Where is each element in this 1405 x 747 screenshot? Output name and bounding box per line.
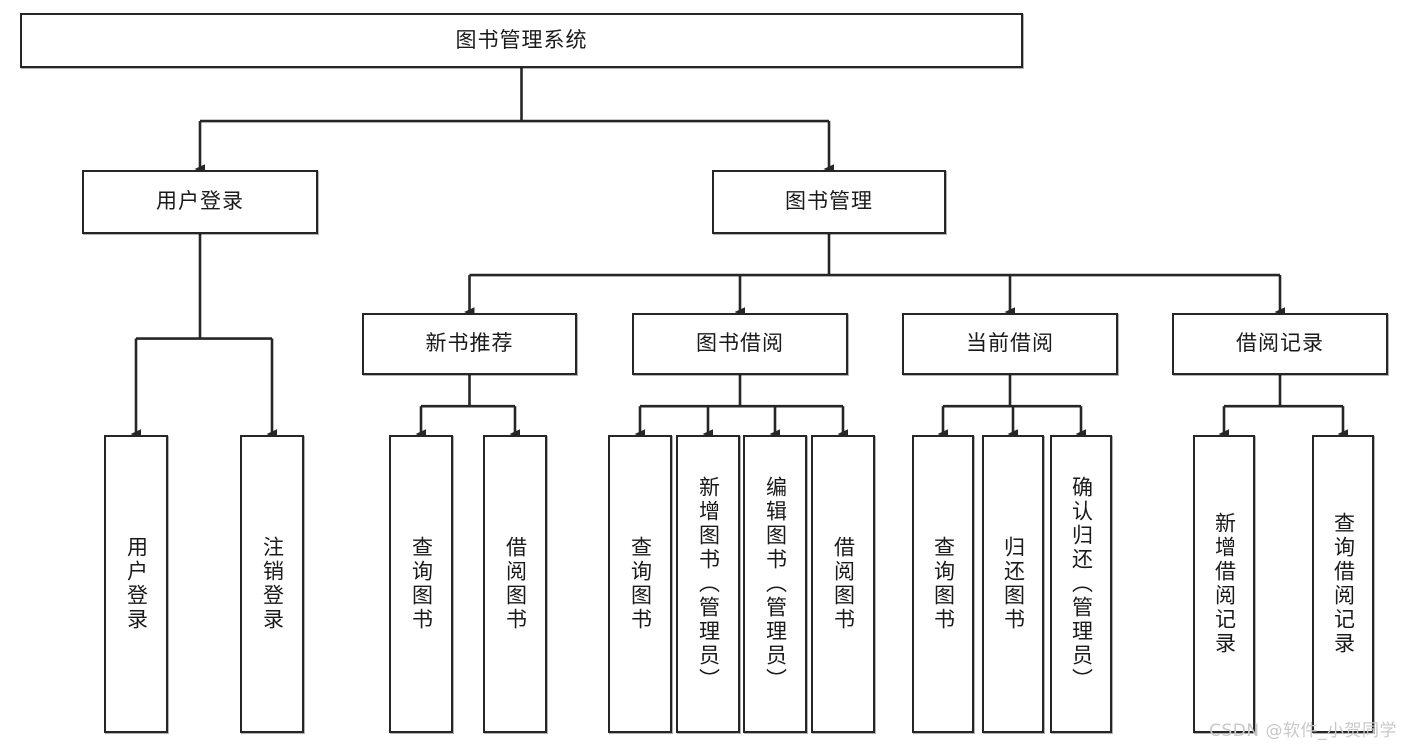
node-l2-borrow[interactable]: 图书借阅 (632, 313, 848, 375)
node-label: 查询图书 (628, 536, 653, 632)
node-label: 借阅图书 (503, 536, 528, 632)
node-l3-c3[interactable]: 编辑图书（管理员） (743, 435, 807, 733)
node-label: 查询图书 (931, 536, 956, 632)
node-l1-book[interactable]: 图书管理 (712, 170, 946, 234)
node-label: 借阅图书 (831, 536, 856, 632)
node-l3-d2[interactable]: 归还图书 (982, 435, 1044, 733)
node-label: 查询借阅记录 (1331, 512, 1356, 656)
node-root[interactable]: 图书管理系统 (20, 13, 1023, 68)
node-l3-c4[interactable]: 借阅图书 (811, 435, 875, 733)
node-l3-a2[interactable]: 注销登录 (240, 435, 304, 733)
node-l3-e1[interactable]: 新增借阅记录 (1193, 435, 1255, 733)
node-l2-current[interactable]: 当前借阅 (902, 313, 1118, 375)
node-label: 用户登录 (156, 189, 244, 214)
node-l3-b1[interactable]: 查询图书 (389, 435, 453, 733)
node-l1-login[interactable]: 用户登录 (82, 170, 318, 234)
node-label: 新增借阅记录 (1212, 512, 1237, 656)
node-l3-c2[interactable]: 新增图书（管理员） (676, 435, 740, 733)
node-label: 图书管理系统 (455, 27, 588, 52)
node-l3-b2[interactable]: 借阅图书 (483, 435, 547, 733)
node-l2-new[interactable]: 新书推荐 (362, 313, 577, 375)
node-l3-d1[interactable]: 查询图书 (912, 435, 974, 733)
node-label: 新增图书（管理员） (696, 476, 721, 692)
node-l2-record[interactable]: 借阅记录 (1172, 313, 1388, 375)
node-label: 图书管理 (785, 189, 873, 214)
node-l3-e2[interactable]: 查询借阅记录 (1312, 435, 1374, 733)
node-label: 图书借阅 (696, 331, 784, 356)
node-label: 归还图书 (1001, 536, 1026, 632)
node-label: 新书推荐 (425, 331, 514, 356)
node-label: 查询图书 (409, 536, 434, 632)
node-label: 用户登录 (124, 536, 149, 632)
node-l3-a1[interactable]: 用户登录 (104, 435, 168, 733)
node-label: 当前借阅 (966, 331, 1054, 356)
node-label: 编辑图书（管理员） (763, 476, 788, 692)
node-label: 注销登录 (260, 536, 285, 632)
node-label: 确认归还（管理员） (1069, 476, 1094, 692)
node-l3-c1[interactable]: 查询图书 (608, 435, 672, 733)
node-l3-d3[interactable]: 确认归还（管理员） (1050, 435, 1112, 733)
node-label: 借阅记录 (1236, 331, 1324, 356)
